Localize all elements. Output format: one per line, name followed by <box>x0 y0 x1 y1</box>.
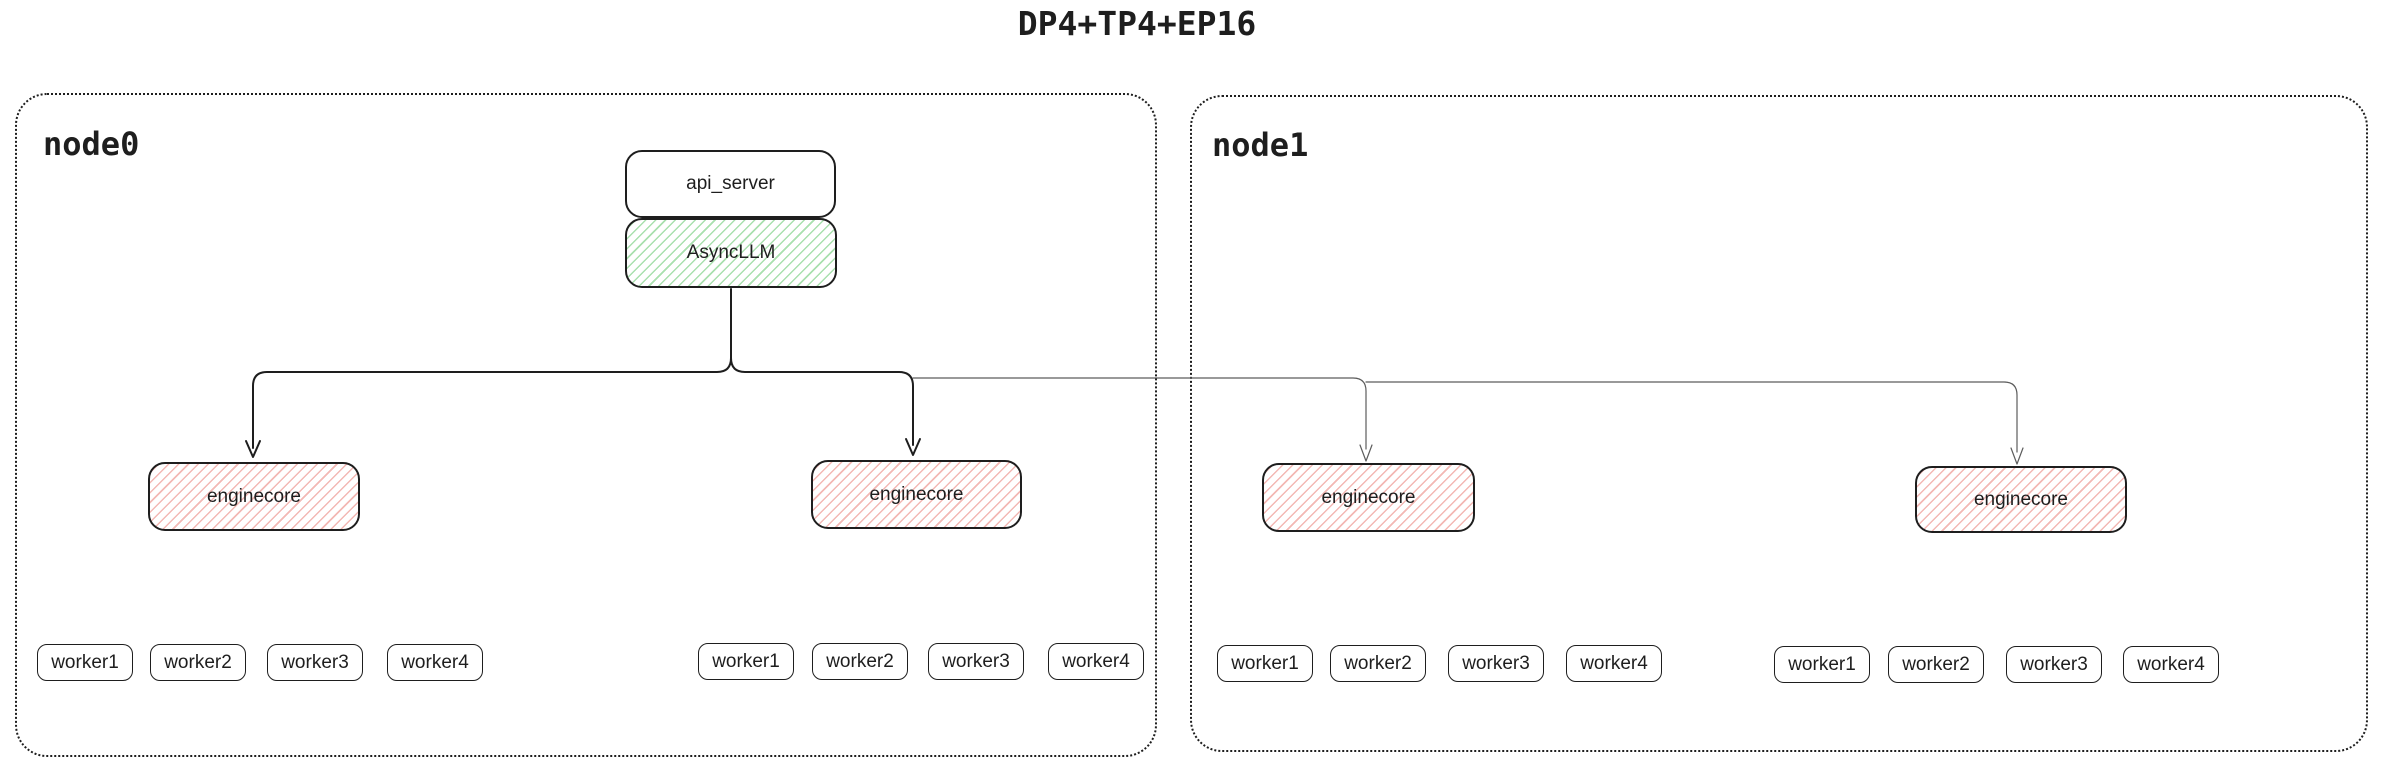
node0-label: node0 <box>43 125 140 163</box>
worker-box: worker4 <box>2123 646 2219 683</box>
worker-box: worker1 <box>1774 646 1870 683</box>
worker-box: worker2 <box>1888 646 1984 683</box>
worker-box: worker3 <box>1448 645 1544 682</box>
enginecore-box-node0-2: enginecore <box>811 460 1022 529</box>
worker-box: worker4 <box>387 644 483 681</box>
asyncllm-box: AsyncLLM <box>625 218 837 288</box>
worker-box: worker3 <box>928 643 1024 680</box>
worker-box: worker1 <box>37 644 133 681</box>
worker-box: worker3 <box>2006 646 2102 683</box>
worker-box: worker4 <box>1566 645 1662 682</box>
worker-box: worker2 <box>1330 645 1426 682</box>
worker-box: worker4 <box>1048 643 1144 680</box>
enginecore-box-node1-2: enginecore <box>1915 466 2127 533</box>
worker-box: worker3 <box>267 644 363 681</box>
diagram-title: DP4+TP4+EP16 <box>1017 4 1257 43</box>
enginecore-box-node0-1: enginecore <box>148 462 360 531</box>
worker-box: worker2 <box>150 644 246 681</box>
worker-box: worker2 <box>812 643 908 680</box>
worker-box: worker1 <box>698 643 794 680</box>
enginecore-box-node1-1: enginecore <box>1262 463 1475 532</box>
worker-box: worker1 <box>1217 645 1313 682</box>
api-server-box: api_server <box>625 150 836 218</box>
node1-label: node1 <box>1212 126 1309 164</box>
